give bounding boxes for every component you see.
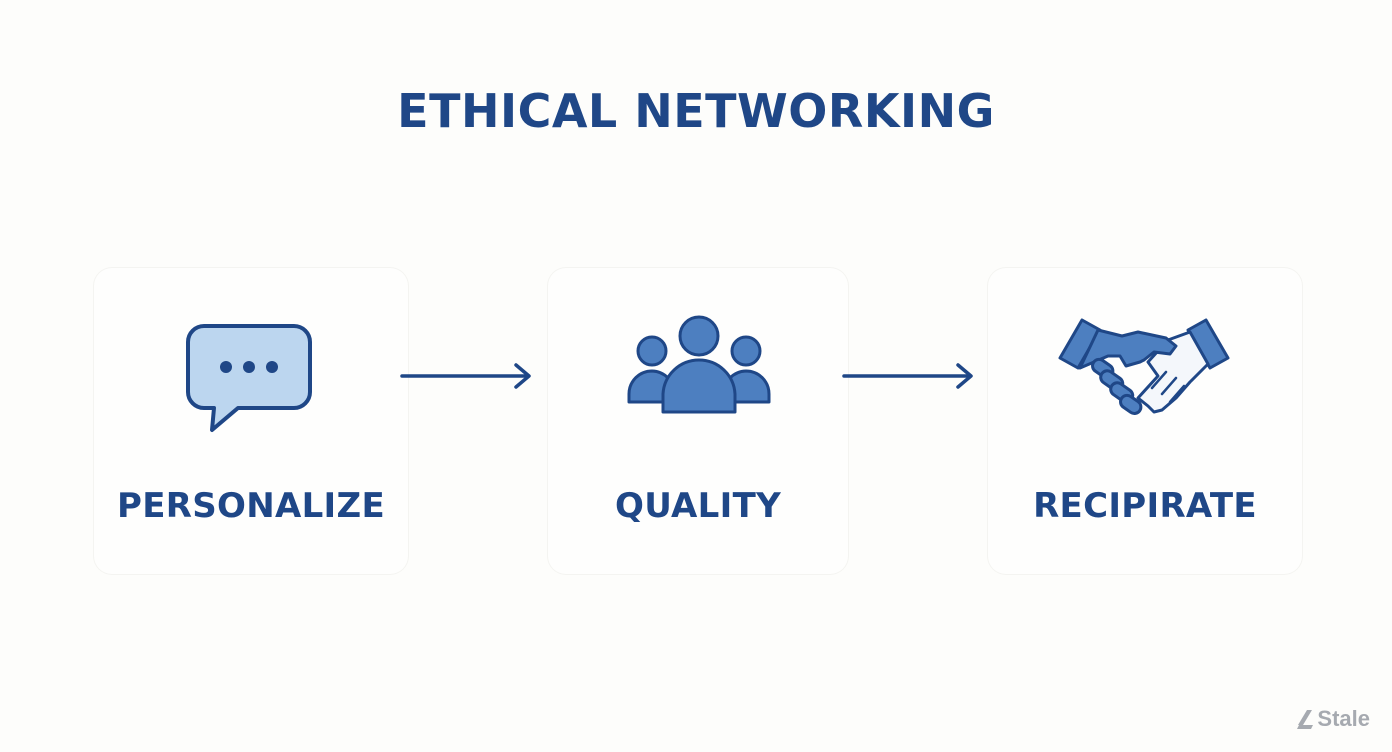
handshake-icon [1058,318,1230,415]
brand-name: Stale [1317,706,1370,731]
diagram-title: ETHICAL NETWORKING [397,84,995,138]
step-label-quality: QUALITY [614,486,781,526]
arrow-right-icon [842,363,973,389]
arrow-right-icon [400,363,531,389]
step-label-recipirate: RECIPIRATE [1033,486,1257,526]
step-label-personalize: PERSONALIZE [117,486,385,526]
people-group-icon [627,315,771,414]
speech-bubble-icon [186,324,312,432]
brand-mark-icon [1297,710,1314,729]
step-card-recipirate: RECIPIRATE [988,268,1302,574]
step-card-personalize: PERSONALIZE [94,268,408,574]
step-card-quality: QUALITY [548,268,848,574]
brand-logo: Stale [1295,706,1370,732]
